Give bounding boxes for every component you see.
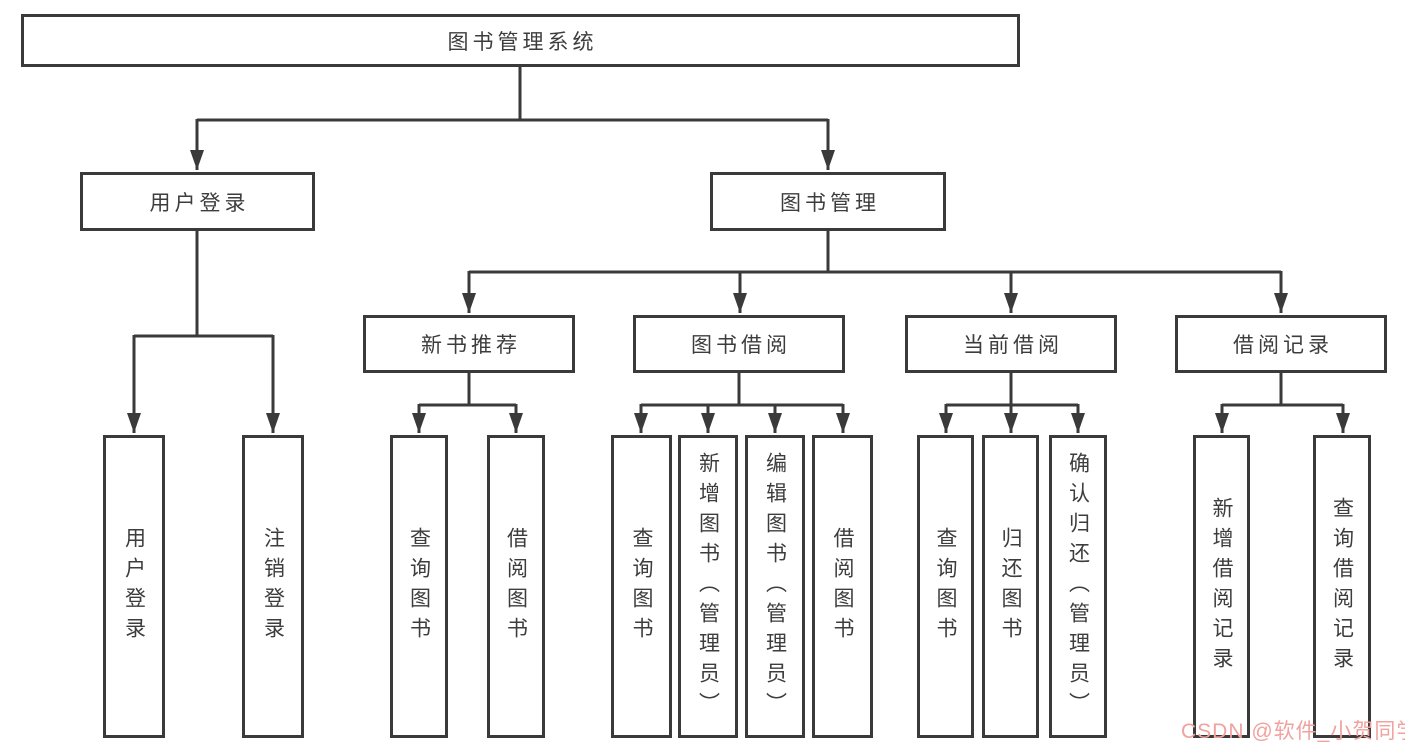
csdn-watermark: CSDN @软件_小贺同学: [1181, 720, 1405, 743]
leaf-current-return-books: 归还图书: [982, 435, 1039, 738]
node-label: 查询图书: [407, 526, 431, 647]
leaf-borrow-borrow-books: 借阅图书: [812, 435, 873, 738]
leaf-logout: 注销登录: [242, 435, 304, 738]
leaf-current-query-books: 查询图书: [917, 435, 974, 738]
node-book-borrow: 图书借阅: [633, 315, 845, 373]
node-label: 确认归还（管理员）: [1066, 451, 1090, 722]
connector-trunks: [134, 66, 1343, 407]
node-label: 查询图书: [630, 526, 653, 647]
node-root-system: 图书管理系统: [21, 14, 1020, 67]
node-borrow-records: 借阅记录: [1175, 315, 1387, 373]
leaf-user-login: 用户登录: [103, 435, 165, 738]
leaf-borrow-query-books: 查询图书: [611, 435, 672, 738]
leaf-records-add-record: 新增借阅记录: [1193, 435, 1250, 738]
node-book-management: 图书管理: [710, 172, 946, 231]
node-label: 用户登录: [149, 191, 250, 215]
leaf-recommend-query-books: 查询图书: [390, 435, 448, 738]
node-label: 新增借阅记录: [1210, 496, 1233, 677]
node-label: 图书管理系统: [447, 30, 598, 54]
node-label: 用户登录: [122, 526, 146, 647]
node-user-login: 用户登录: [80, 172, 315, 231]
node-label: 图书借阅: [691, 334, 791, 357]
connector-arrows: [127, 119, 1350, 433]
leaf-borrow-edit-books-admin: 编辑图书（管理员）: [745, 435, 805, 738]
node-label: 新增图书（管理员）: [696, 451, 720, 722]
node-label: 查询图书: [934, 526, 957, 647]
node-new-book-recommend: 新书推荐: [363, 315, 575, 373]
node-label: 借阅记录: [1233, 334, 1333, 357]
leaf-borrow-add-books-admin: 新增图书（管理员）: [678, 435, 738, 738]
node-label: 借阅图书: [504, 526, 528, 647]
node-label: 编辑图书（管理员）: [763, 451, 787, 722]
node-current-borrow: 当前借阅: [905, 315, 1117, 373]
node-label: 查询借阅记录: [1330, 496, 1354, 677]
node-label: 当前借阅: [963, 334, 1063, 357]
node-label: 归还图书: [999, 526, 1022, 647]
leaf-current-confirm-return-admin: 确认归还（管理员）: [1049, 435, 1107, 738]
leaf-recommend-borrow-books: 借阅图书: [487, 435, 545, 738]
node-label: 借阅图书: [831, 526, 854, 647]
node-label: 图书管理: [780, 191, 880, 215]
leaf-records-query-record: 查询借阅记录: [1313, 435, 1371, 738]
node-label: 新书推荐: [421, 334, 521, 357]
node-label: 注销登录: [261, 526, 285, 647]
